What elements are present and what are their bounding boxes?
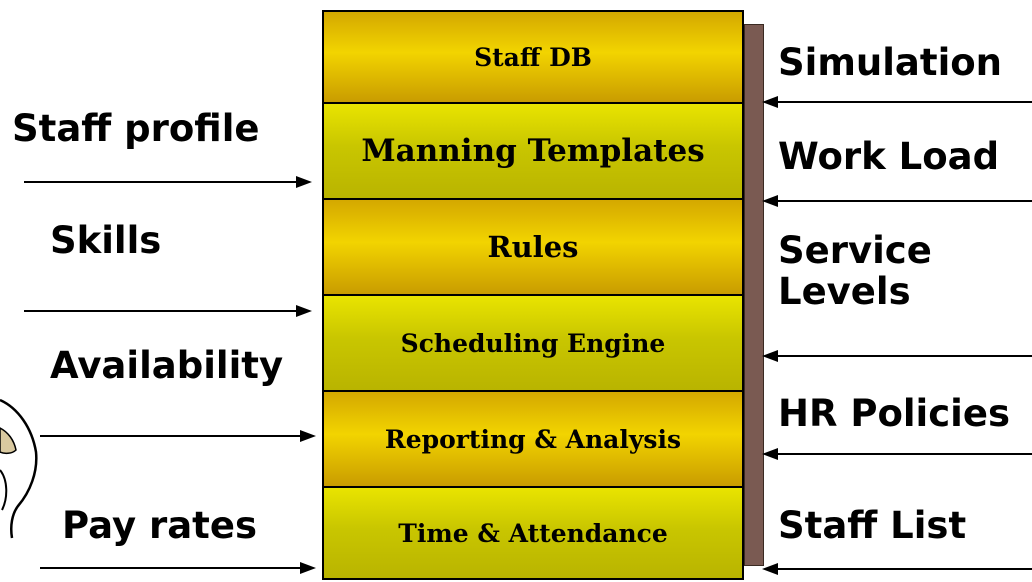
input-label-availability: Availability <box>50 344 284 387</box>
layer-staff-db: Staff DB <box>324 12 742 104</box>
input-label-pay-rates: Pay rates <box>62 504 257 547</box>
layer-time-attendance: Time & Attendance <box>324 488 742 578</box>
layer-label: Time & Attendance <box>398 518 668 548</box>
layer-manning-templates: Manning Templates <box>324 104 742 200</box>
input-label-skills: Skills <box>50 219 162 262</box>
person-clipart-icon <box>0 398 38 539</box>
input-label-service-levels-line1: Service <box>778 229 932 272</box>
input-label-hr-policies: HR Policies <box>778 392 1010 435</box>
layer-label: Manning Templates <box>361 133 705 169</box>
layer-label: Rules <box>487 230 579 264</box>
layer-scheduling-engine: Scheduling Engine <box>324 296 742 392</box>
input-label-service-levels: Service Levels <box>778 230 932 313</box>
input-label-simulation: Simulation <box>778 41 1003 84</box>
layer-label: Scheduling Engine <box>400 328 666 358</box>
layer-label: Reporting & Analysis <box>384 424 682 454</box>
system-layer-stack: Staff DB Manning Templates Rules Schedul… <box>322 10 744 580</box>
input-label-staff-list: Staff List <box>778 504 967 547</box>
layer-reporting-analysis: Reporting & Analysis <box>324 392 742 488</box>
input-label-work-load: Work Load <box>778 135 1000 178</box>
layer-label: Staff DB <box>474 42 592 72</box>
input-label-staff-profile: Staff profile <box>12 107 260 150</box>
stack-shadow <box>744 24 764 566</box>
input-label-service-levels-line2: Levels <box>778 270 911 314</box>
layer-rules: Rules <box>324 200 742 296</box>
